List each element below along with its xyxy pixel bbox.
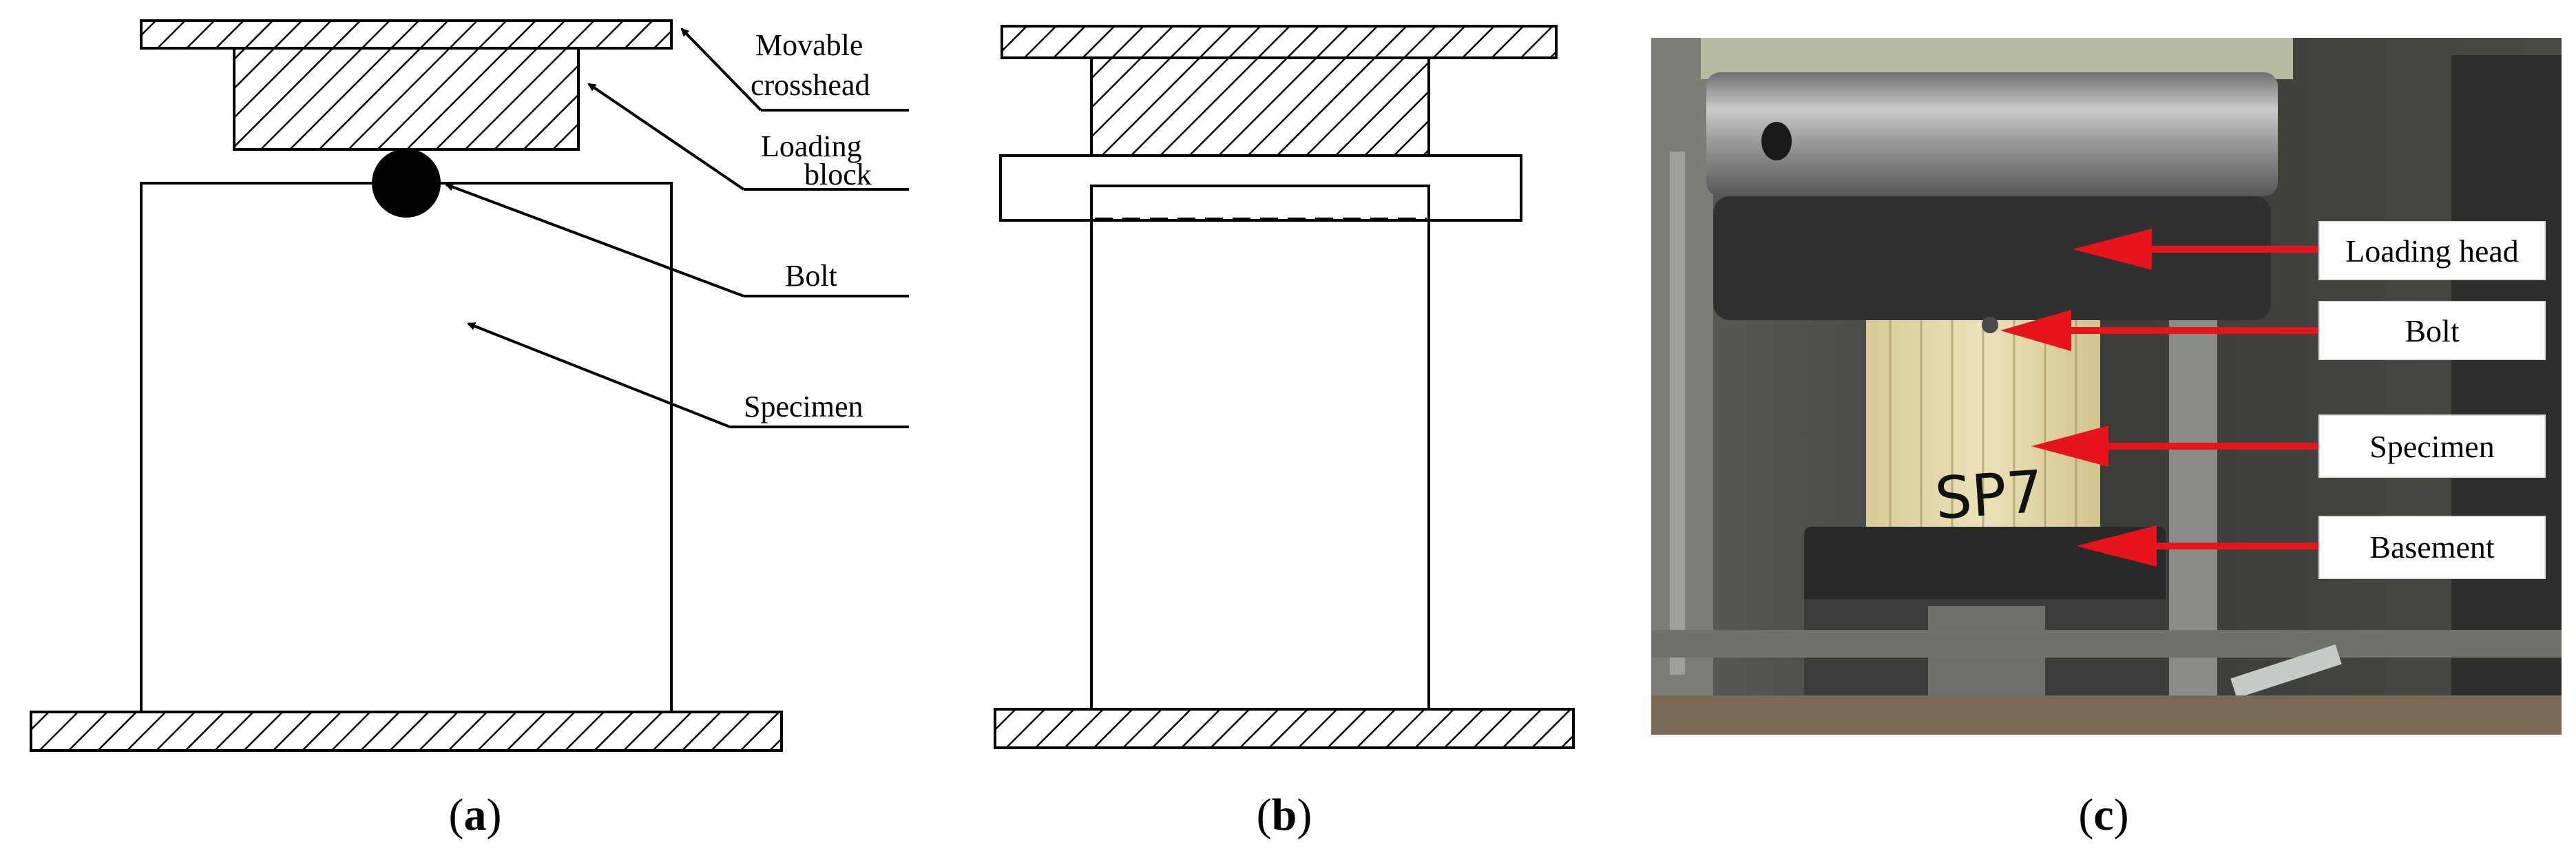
arrow-bolt	[2000, 310, 2319, 351]
label-loading-head: Loading head	[2345, 233, 2519, 269]
label-photo-bolt: Bolt	[2405, 313, 2459, 348]
test-photo: SP7	[1651, 38, 2562, 735]
red-arrows	[2000, 229, 2319, 567]
label-block: block	[804, 158, 872, 191]
label-loading: Loading	[761, 129, 862, 163]
photo-bolt	[1982, 317, 1998, 333]
base-plate-b	[994, 708, 1575, 749]
specimen-outline-b	[1090, 185, 1430, 713]
photo-loading-head-plate	[1713, 196, 2271, 320]
specimen-marking: SP7	[1933, 458, 2046, 533]
arrow-loading-head	[2073, 229, 2319, 270]
label-basement: Basement	[2369, 529, 2495, 565]
arrow-basement	[2076, 525, 2319, 567]
panel-b: (b)	[994, 25, 1575, 840]
loading-block	[233, 47, 580, 151]
loading-block-b	[1090, 56, 1430, 157]
bolt-ball	[372, 149, 441, 218]
crosshead-plate-b	[1001, 25, 1558, 59]
caption-a: (a)	[449, 790, 502, 840]
arrow-specimen	[2031, 426, 2319, 467]
leader-lines-a	[445, 28, 909, 428]
crosshead-plate	[140, 19, 673, 50]
label-specimen: Specimen	[744, 390, 863, 423]
caption-b: (b)	[1257, 790, 1312, 840]
label-bolt: Bolt	[785, 259, 837, 293]
photo-loading-head-steel	[1706, 72, 2278, 196]
photo-labels: Loading head Bolt Specimen Basement	[2318, 221, 2546, 579]
label-crosshead: crosshead	[751, 68, 870, 102]
panel-a: Movable crosshead Loading block Bolt Spe…	[30, 19, 909, 840]
specimen-outline	[140, 182, 673, 713]
label-photo-specimen: Specimen	[2369, 429, 2494, 464]
base-plate	[30, 711, 783, 752]
caption-c: (c)	[2078, 790, 2128, 840]
label-movable: Movable	[755, 28, 863, 62]
panel-c: SP7	[1651, 38, 2562, 840]
